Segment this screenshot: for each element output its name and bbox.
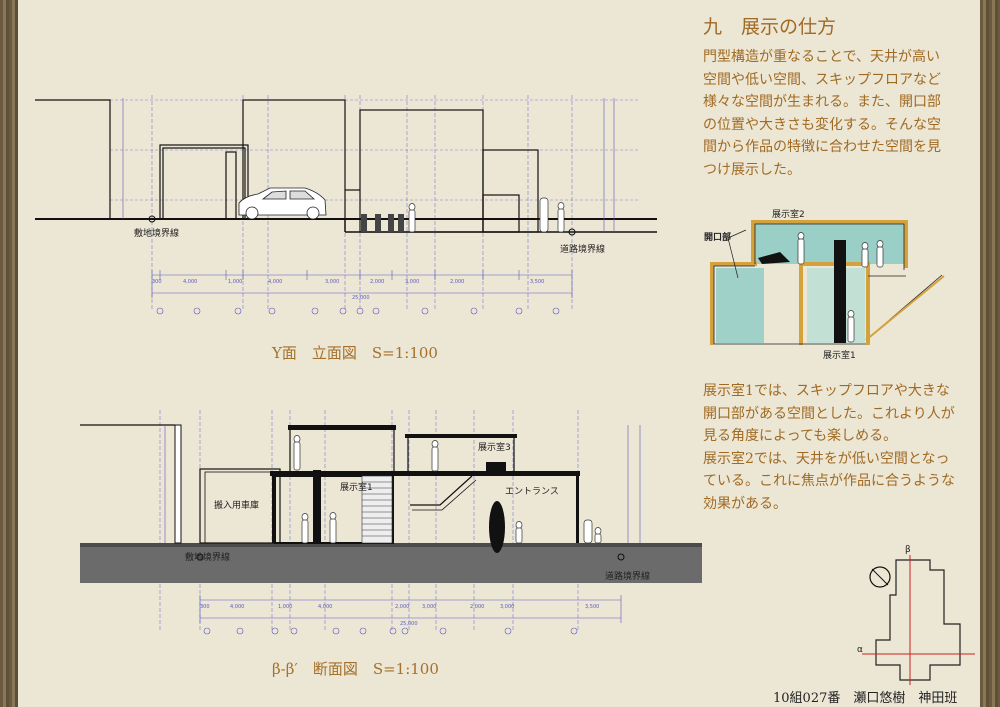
elev-dim-5: 2,000	[370, 279, 384, 285]
elev-dim-6: 3,000	[405, 279, 419, 285]
elev-road-boundary-label: 道路境界線	[560, 243, 605, 255]
credit-line: 10組027番 瀬口悠樹 神田班	[773, 691, 958, 706]
sect-dim-5: 3,000	[422, 604, 436, 610]
sect-dim-3: 4,000	[318, 604, 332, 610]
elev-dim-1: 4,000	[183, 279, 197, 285]
section-caption: β-β′ 断面図 S=1:100	[272, 660, 439, 678]
elev-dim-3: 4,000	[268, 279, 282, 285]
elev-dim-8: 3,500	[530, 279, 544, 285]
section-room3-label: 展示室3	[478, 441, 511, 453]
section-heading: 九 展示の仕方	[703, 16, 837, 38]
sketch-room1-label: 展示室1	[823, 349, 856, 361]
intro-paragraph: 門型構造が重なることで、天井が高い 空間や低い空間、スキップフロアなど 様々な空…	[703, 49, 941, 178]
entrance-label: エントランス	[505, 486, 559, 497]
frame-left	[0, 0, 18, 707]
elev-dim-0: 300	[152, 279, 162, 285]
keyplan-alpha-label: α	[857, 645, 863, 655]
sect-dim-4: 2,000	[395, 604, 409, 610]
frame-right	[980, 0, 1000, 707]
rooms-paragraph: 展示室1では、スキップフロアや大きな 開口部がある空間とした。これより人が 見る…	[703, 383, 955, 512]
sketch-room2-label: 展示室2	[772, 208, 805, 220]
sect-dim-0: 300	[200, 604, 210, 610]
sect-dim-1: 4,000	[230, 604, 244, 610]
presentation-board	[18, 0, 980, 707]
elev-total-dim: 25,000	[352, 295, 370, 301]
sect-dim-6: 2,000	[470, 604, 484, 610]
section-room1-label: 展示室1	[340, 481, 373, 493]
sect-dim-7: 3,000	[500, 604, 514, 610]
elev-site-boundary-label: 敷地境界線	[134, 227, 179, 239]
sect-dim-2: 1,000	[278, 604, 292, 610]
elev-dim-4: 3,000	[325, 279, 339, 285]
garage-label: 搬入用車庫	[214, 499, 259, 511]
sect-dim-8: 3,500	[585, 604, 599, 610]
elevation-caption: Y面 立面図 S=1:100	[272, 344, 438, 362]
keyplan-beta-label: β	[905, 545, 911, 555]
elev-dim-7: 2,000	[450, 279, 464, 285]
sect-site-boundary-label: 敷地境界線	[185, 551, 230, 563]
elev-dim-2: 1,000	[228, 279, 242, 285]
sect-road-boundary-label: 道路境界線	[605, 570, 650, 582]
opening-label: 開口部	[704, 231, 731, 243]
sect-total-dim: 25,000	[400, 621, 418, 627]
